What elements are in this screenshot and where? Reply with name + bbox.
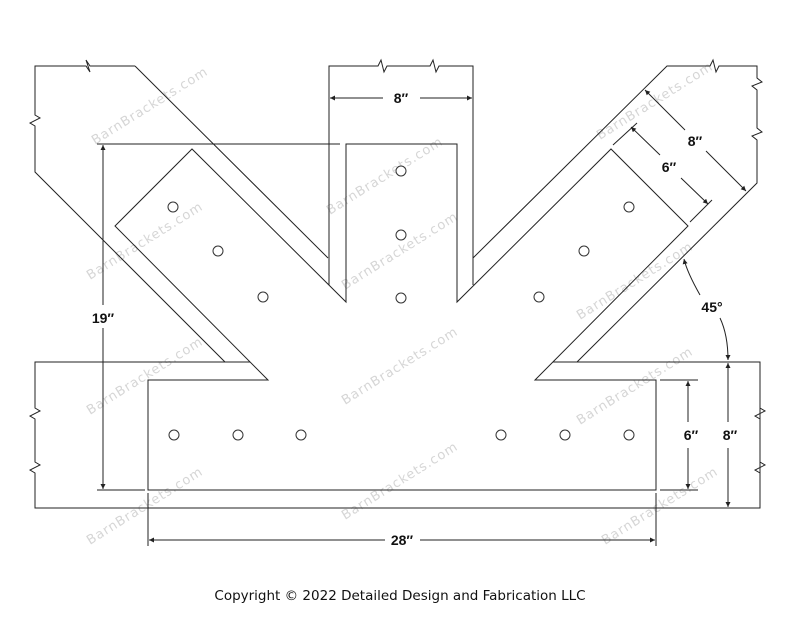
copyright-text: Copyright © 2022 Detailed Design and Fab… <box>214 588 586 604</box>
bolt-hole <box>623 201 635 213</box>
dim-height: 19″ <box>92 143 340 491</box>
dim-post-width: 8″ <box>330 90 472 106</box>
beam-height-label: 8″ <box>723 427 738 443</box>
plate-height-label: 6″ <box>684 427 699 443</box>
beam-outline <box>28 361 767 509</box>
watermark-text: BarnBrackets.com <box>339 209 461 293</box>
dim-total-width: 28″ <box>147 493 657 548</box>
bolt-hole <box>295 429 307 441</box>
watermark-text: BarnBrackets.com <box>339 439 461 523</box>
brace-width-label: 8″ <box>688 133 703 149</box>
watermark-text: BarnBrackets.com <box>594 59 716 143</box>
bolt-hole <box>232 429 244 441</box>
bolt-hole <box>167 201 179 213</box>
watermark-text: BarnBrackets.com <box>574 344 696 428</box>
bolt-hole <box>395 229 407 241</box>
post-width-label: 8″ <box>394 90 409 106</box>
watermark-text: BarnBrackets.com <box>599 464 721 548</box>
post-outline <box>328 58 474 285</box>
right-brace-outline <box>472 58 763 363</box>
dim-plate-height: 6″ <box>660 379 699 491</box>
bolt-hole <box>395 165 407 177</box>
watermarks: BarnBrackets.comBarnBrackets.comBarnBrac… <box>84 59 721 548</box>
watermark-text: BarnBrackets.com <box>84 199 206 283</box>
bolt-hole <box>495 429 507 441</box>
dim-angle: 45° <box>682 258 731 361</box>
watermark-text: BarnBrackets.com <box>339 324 461 408</box>
bolt-hole <box>212 245 224 257</box>
watermark-text: BarnBrackets.com <box>324 134 446 218</box>
watermark-text: BarnBrackets.com <box>89 64 211 148</box>
dim-brace-width: 8″ <box>644 89 747 192</box>
bolt-holes <box>167 165 635 441</box>
watermark-text: BarnBrackets.com <box>574 239 696 323</box>
height-label: 19″ <box>92 310 115 326</box>
watermark-text: BarnBrackets.com <box>84 334 206 418</box>
bolt-hole <box>623 429 635 441</box>
total-width-label: 28″ <box>391 532 414 548</box>
bolt-hole <box>533 291 545 303</box>
angle-label: 45° <box>701 299 722 315</box>
bolt-hole <box>168 429 180 441</box>
bolt-hole <box>559 429 571 441</box>
brace-plate-width-label: 6″ <box>662 159 677 175</box>
dim-beam-height: 8″ <box>723 363 738 507</box>
bracket-plate-outline <box>114 143 689 491</box>
watermark-text: BarnBrackets.com <box>84 464 206 548</box>
dim-brace-plate-width: 6″ <box>612 122 713 223</box>
bolt-hole <box>578 245 590 257</box>
left-brace-outline <box>28 59 329 363</box>
bolt-hole <box>257 291 269 303</box>
bolt-hole <box>395 292 407 304</box>
